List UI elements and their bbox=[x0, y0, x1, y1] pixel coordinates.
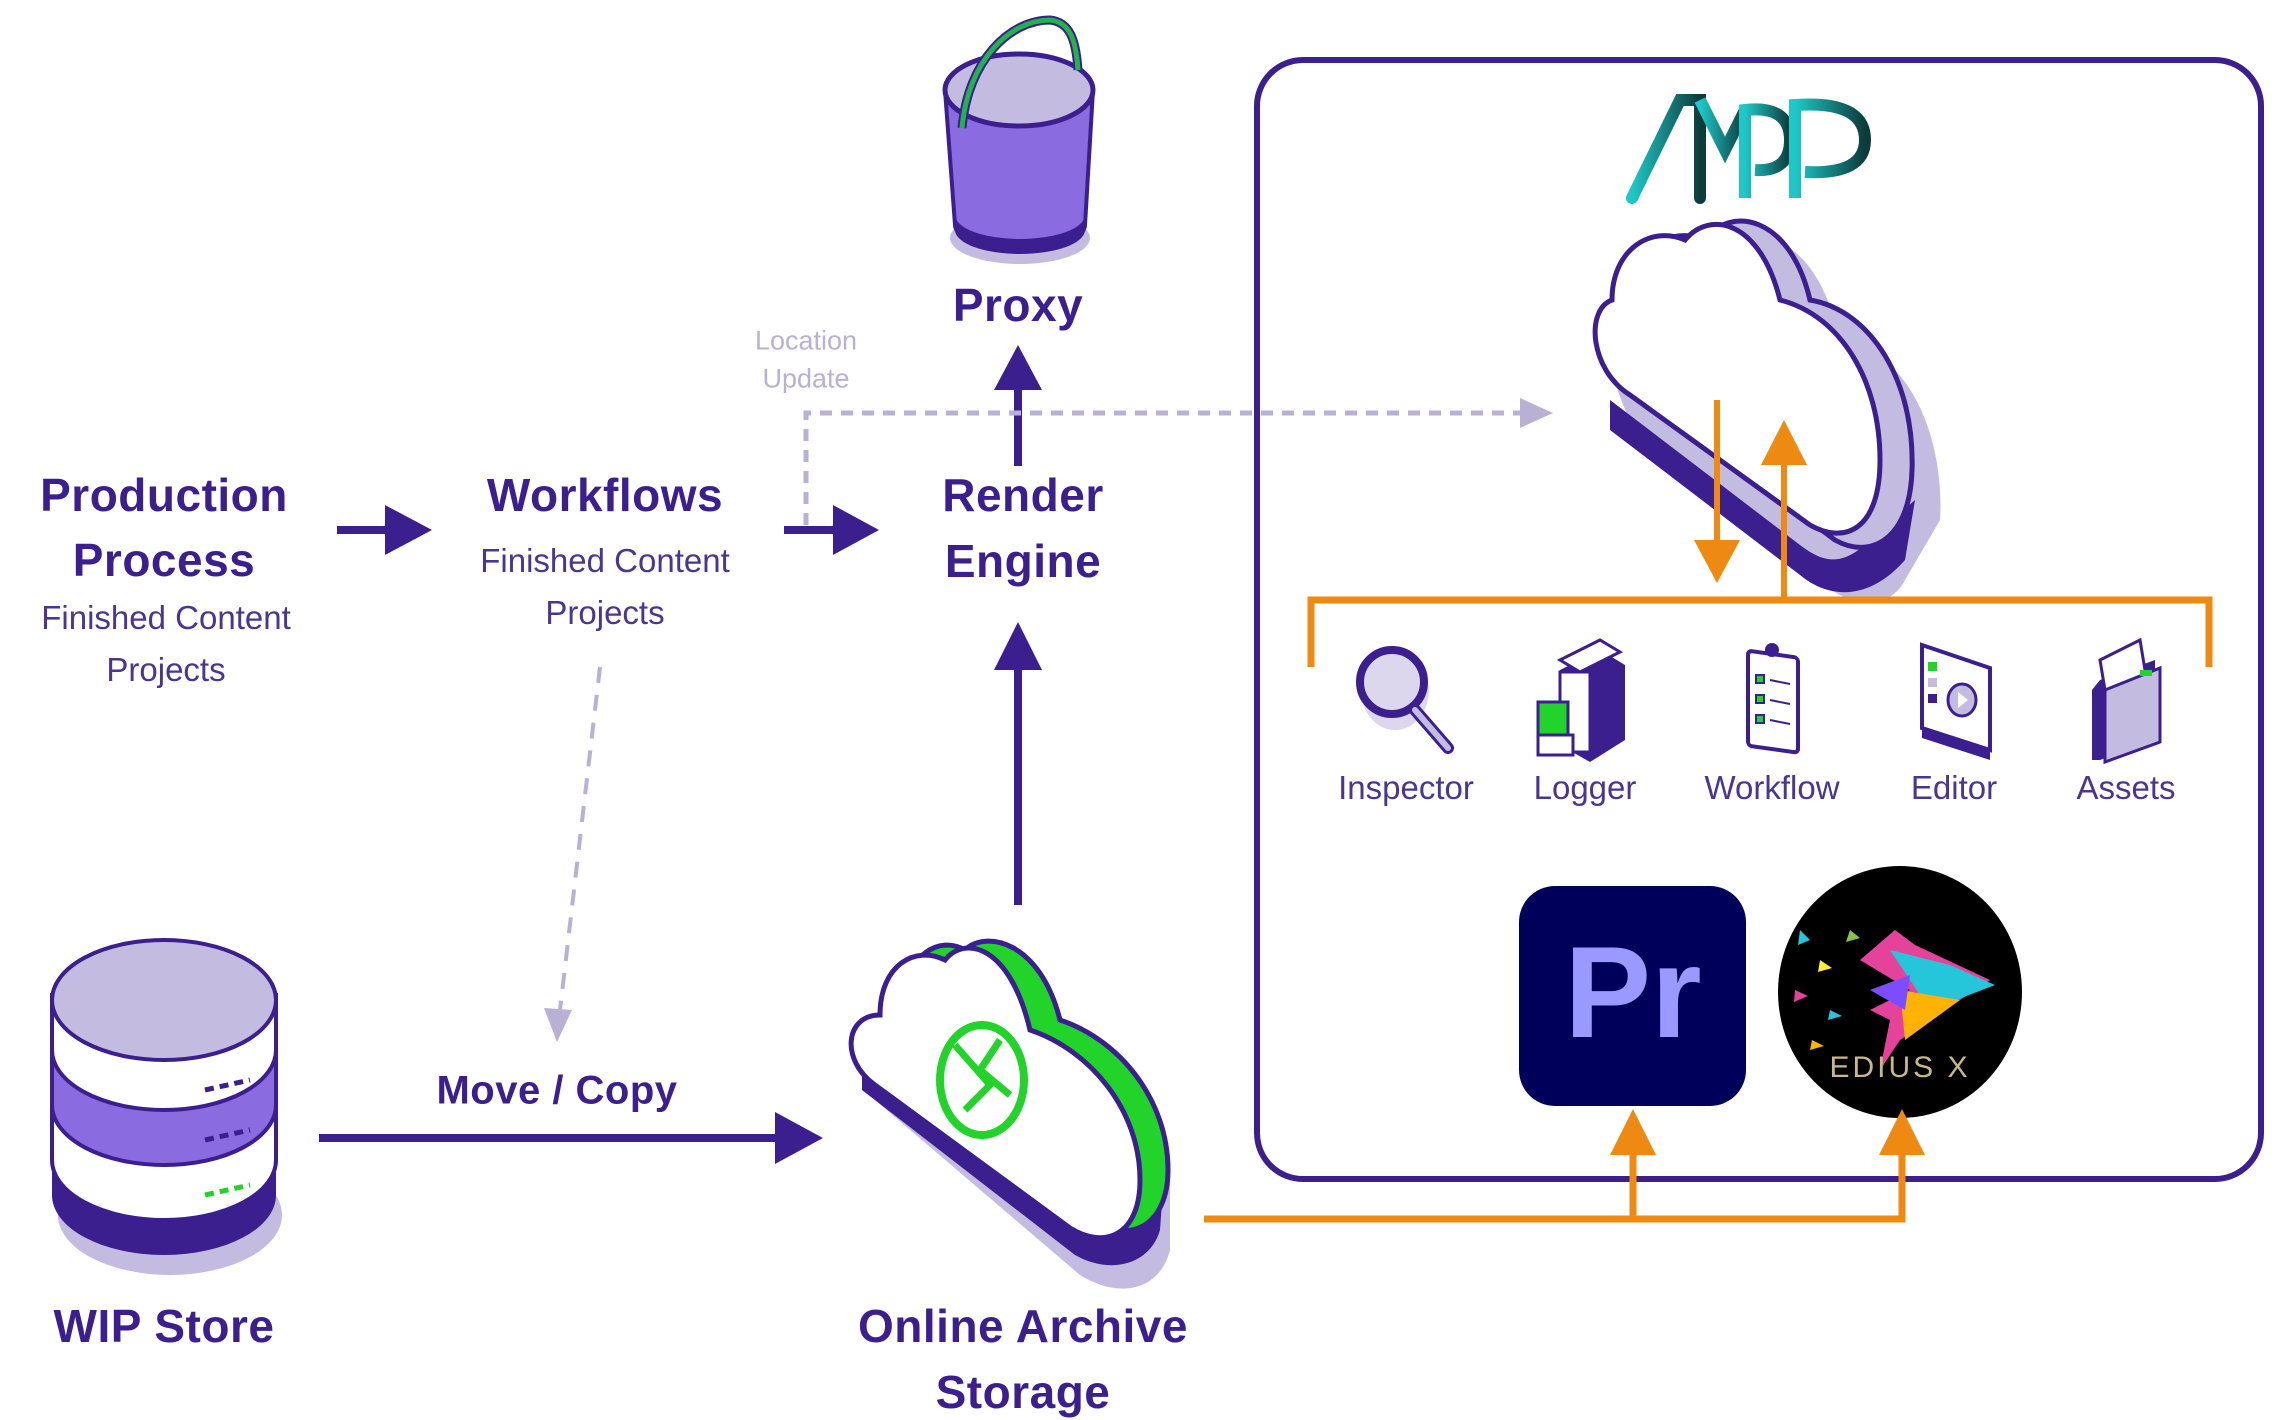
folder-icon bbox=[2092, 637, 2162, 765]
move-copy-label: Move / Copy bbox=[436, 1068, 678, 1113]
dashed-arrow-workflows-to-move bbox=[544, 666, 602, 1042]
render-engine-title-line2: Engine bbox=[944, 535, 1102, 587]
archive-title-line2: Storage bbox=[935, 1366, 1111, 1418]
checklist-clipboard-icon bbox=[1746, 643, 1800, 755]
tool-inspector-label: Inspector bbox=[1338, 769, 1474, 806]
production-subtitle-line2: Projects bbox=[106, 651, 226, 688]
orange-feed-to-apps bbox=[1204, 1109, 1925, 1223]
workflows-subtitle: Finished Content bbox=[480, 542, 730, 579]
production-title-line2: Process bbox=[72, 534, 256, 586]
edius-x-icon bbox=[1778, 866, 2022, 1118]
arrow-archive-to-render bbox=[994, 622, 1042, 905]
magnifier-icon bbox=[1356, 646, 1454, 754]
arrow-production-to-workflows bbox=[337, 505, 432, 555]
workflows-title: Workflows bbox=[486, 469, 724, 521]
ampp-container bbox=[1254, 57, 2264, 1182]
tool-logger-label: Logger bbox=[1533, 769, 1637, 806]
render-engine-title: Render bbox=[942, 469, 1104, 521]
tool-workflow-label: Workflow bbox=[1704, 769, 1840, 806]
production-subtitle: Finished Content bbox=[41, 599, 291, 636]
tool-assets-label: Assets bbox=[2076, 769, 2176, 806]
proxy-title: Proxy bbox=[952, 279, 1084, 331]
archive-cloud-icon bbox=[848, 938, 1171, 1289]
orange-arrow-up bbox=[1761, 420, 1807, 600]
database-icon bbox=[50, 938, 282, 1275]
arrow-wip-to-archive bbox=[319, 1112, 823, 1164]
production-title: Production bbox=[40, 469, 288, 521]
workflows-subtitle-line2: Projects bbox=[545, 594, 665, 631]
premiere-pro-label: Pr bbox=[1564, 919, 1702, 1065]
ampp-logo bbox=[1626, 94, 1872, 204]
video-editor-icon bbox=[1920, 642, 1992, 760]
tool-editor-label: Editor bbox=[1910, 769, 1998, 806]
bucket-icon bbox=[942, 15, 1096, 264]
wip-store-title: WIP Store bbox=[53, 1300, 275, 1352]
edius-x-label: EDIUS X bbox=[1829, 1051, 1971, 1084]
arrow-workflows-to-render bbox=[784, 505, 879, 555]
arrow-render-to-proxy bbox=[994, 345, 1042, 466]
premiere-pro-icon bbox=[1519, 886, 1746, 1106]
file-cabinet-icon bbox=[1536, 638, 1625, 762]
location-update-label-line2: Update bbox=[762, 363, 850, 394]
ampp-cloud-icon bbox=[1592, 218, 1941, 603]
dashed-arrow-location-update bbox=[803, 398, 1553, 525]
location-update-label: Location bbox=[754, 325, 858, 356]
orange-bracket bbox=[1307, 596, 2213, 667]
orange-arrow-down bbox=[1694, 400, 1740, 583]
archive-title: Online Archive bbox=[858, 1300, 1188, 1352]
